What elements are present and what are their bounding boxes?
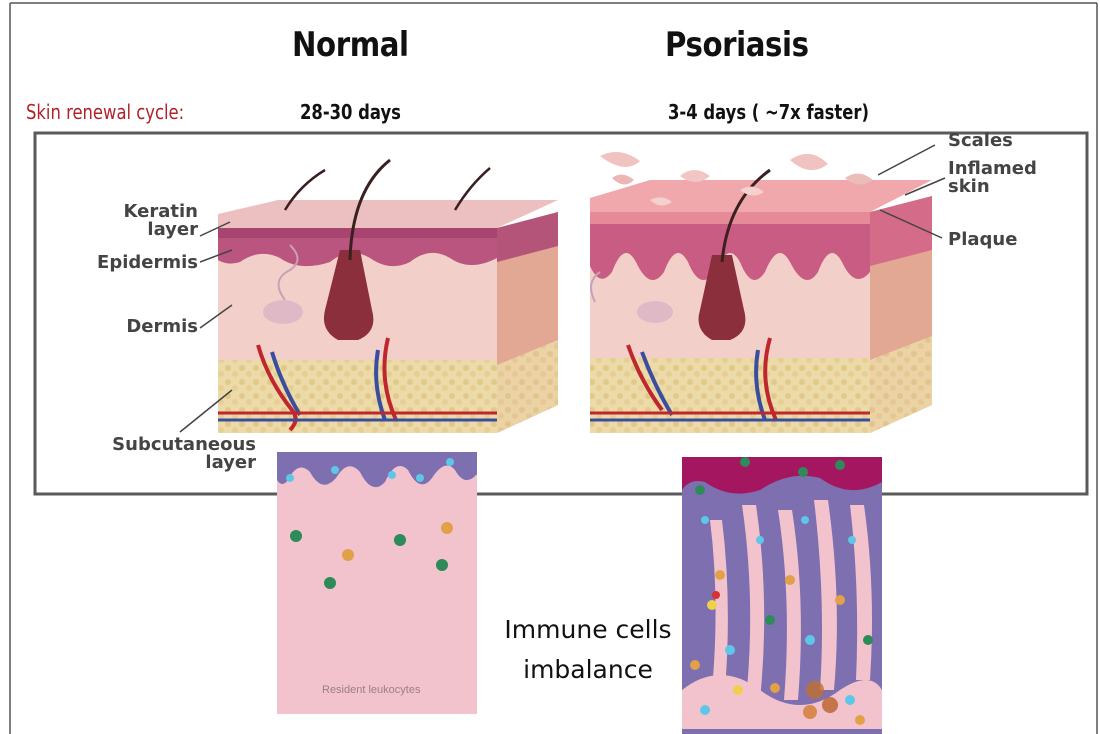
normal-subcutaneous bbox=[218, 360, 497, 433]
keratin-label-line2: layer bbox=[90, 221, 198, 239]
plaque-label: Plaque bbox=[948, 231, 1017, 249]
inflamed-skin-label: Inflamed skin bbox=[948, 160, 1037, 196]
normal-skin-block bbox=[218, 160, 558, 433]
normal-top-face bbox=[218, 200, 558, 228]
psoriasis-subcutaneous bbox=[590, 358, 870, 433]
psoriasis-skin-block bbox=[590, 152, 932, 433]
keratin-label: Keratin layer bbox=[90, 203, 198, 239]
epidermis-label: Epidermis bbox=[52, 254, 198, 272]
immune-imbalance-text: Immune cells imbalance bbox=[488, 610, 688, 690]
psoriasis-histology-inset bbox=[682, 457, 882, 734]
scales-label: Scales bbox=[948, 132, 1013, 150]
scale-flake bbox=[600, 152, 640, 167]
immune-line1: Immune cells bbox=[488, 610, 688, 650]
subcutaneous-label-line2: layer bbox=[40, 454, 256, 472]
immune-line2: imbalance bbox=[488, 650, 688, 690]
subcutaneous-label: Subcutaneous layer bbox=[40, 436, 256, 472]
dermis-label: Dermis bbox=[90, 318, 198, 336]
psoriasis-top-face bbox=[590, 180, 932, 212]
inflamed-label-line2: skin bbox=[948, 178, 1037, 196]
inset-caption: Resident leukocytes bbox=[322, 684, 420, 696]
normal-histology-inset bbox=[277, 452, 477, 714]
